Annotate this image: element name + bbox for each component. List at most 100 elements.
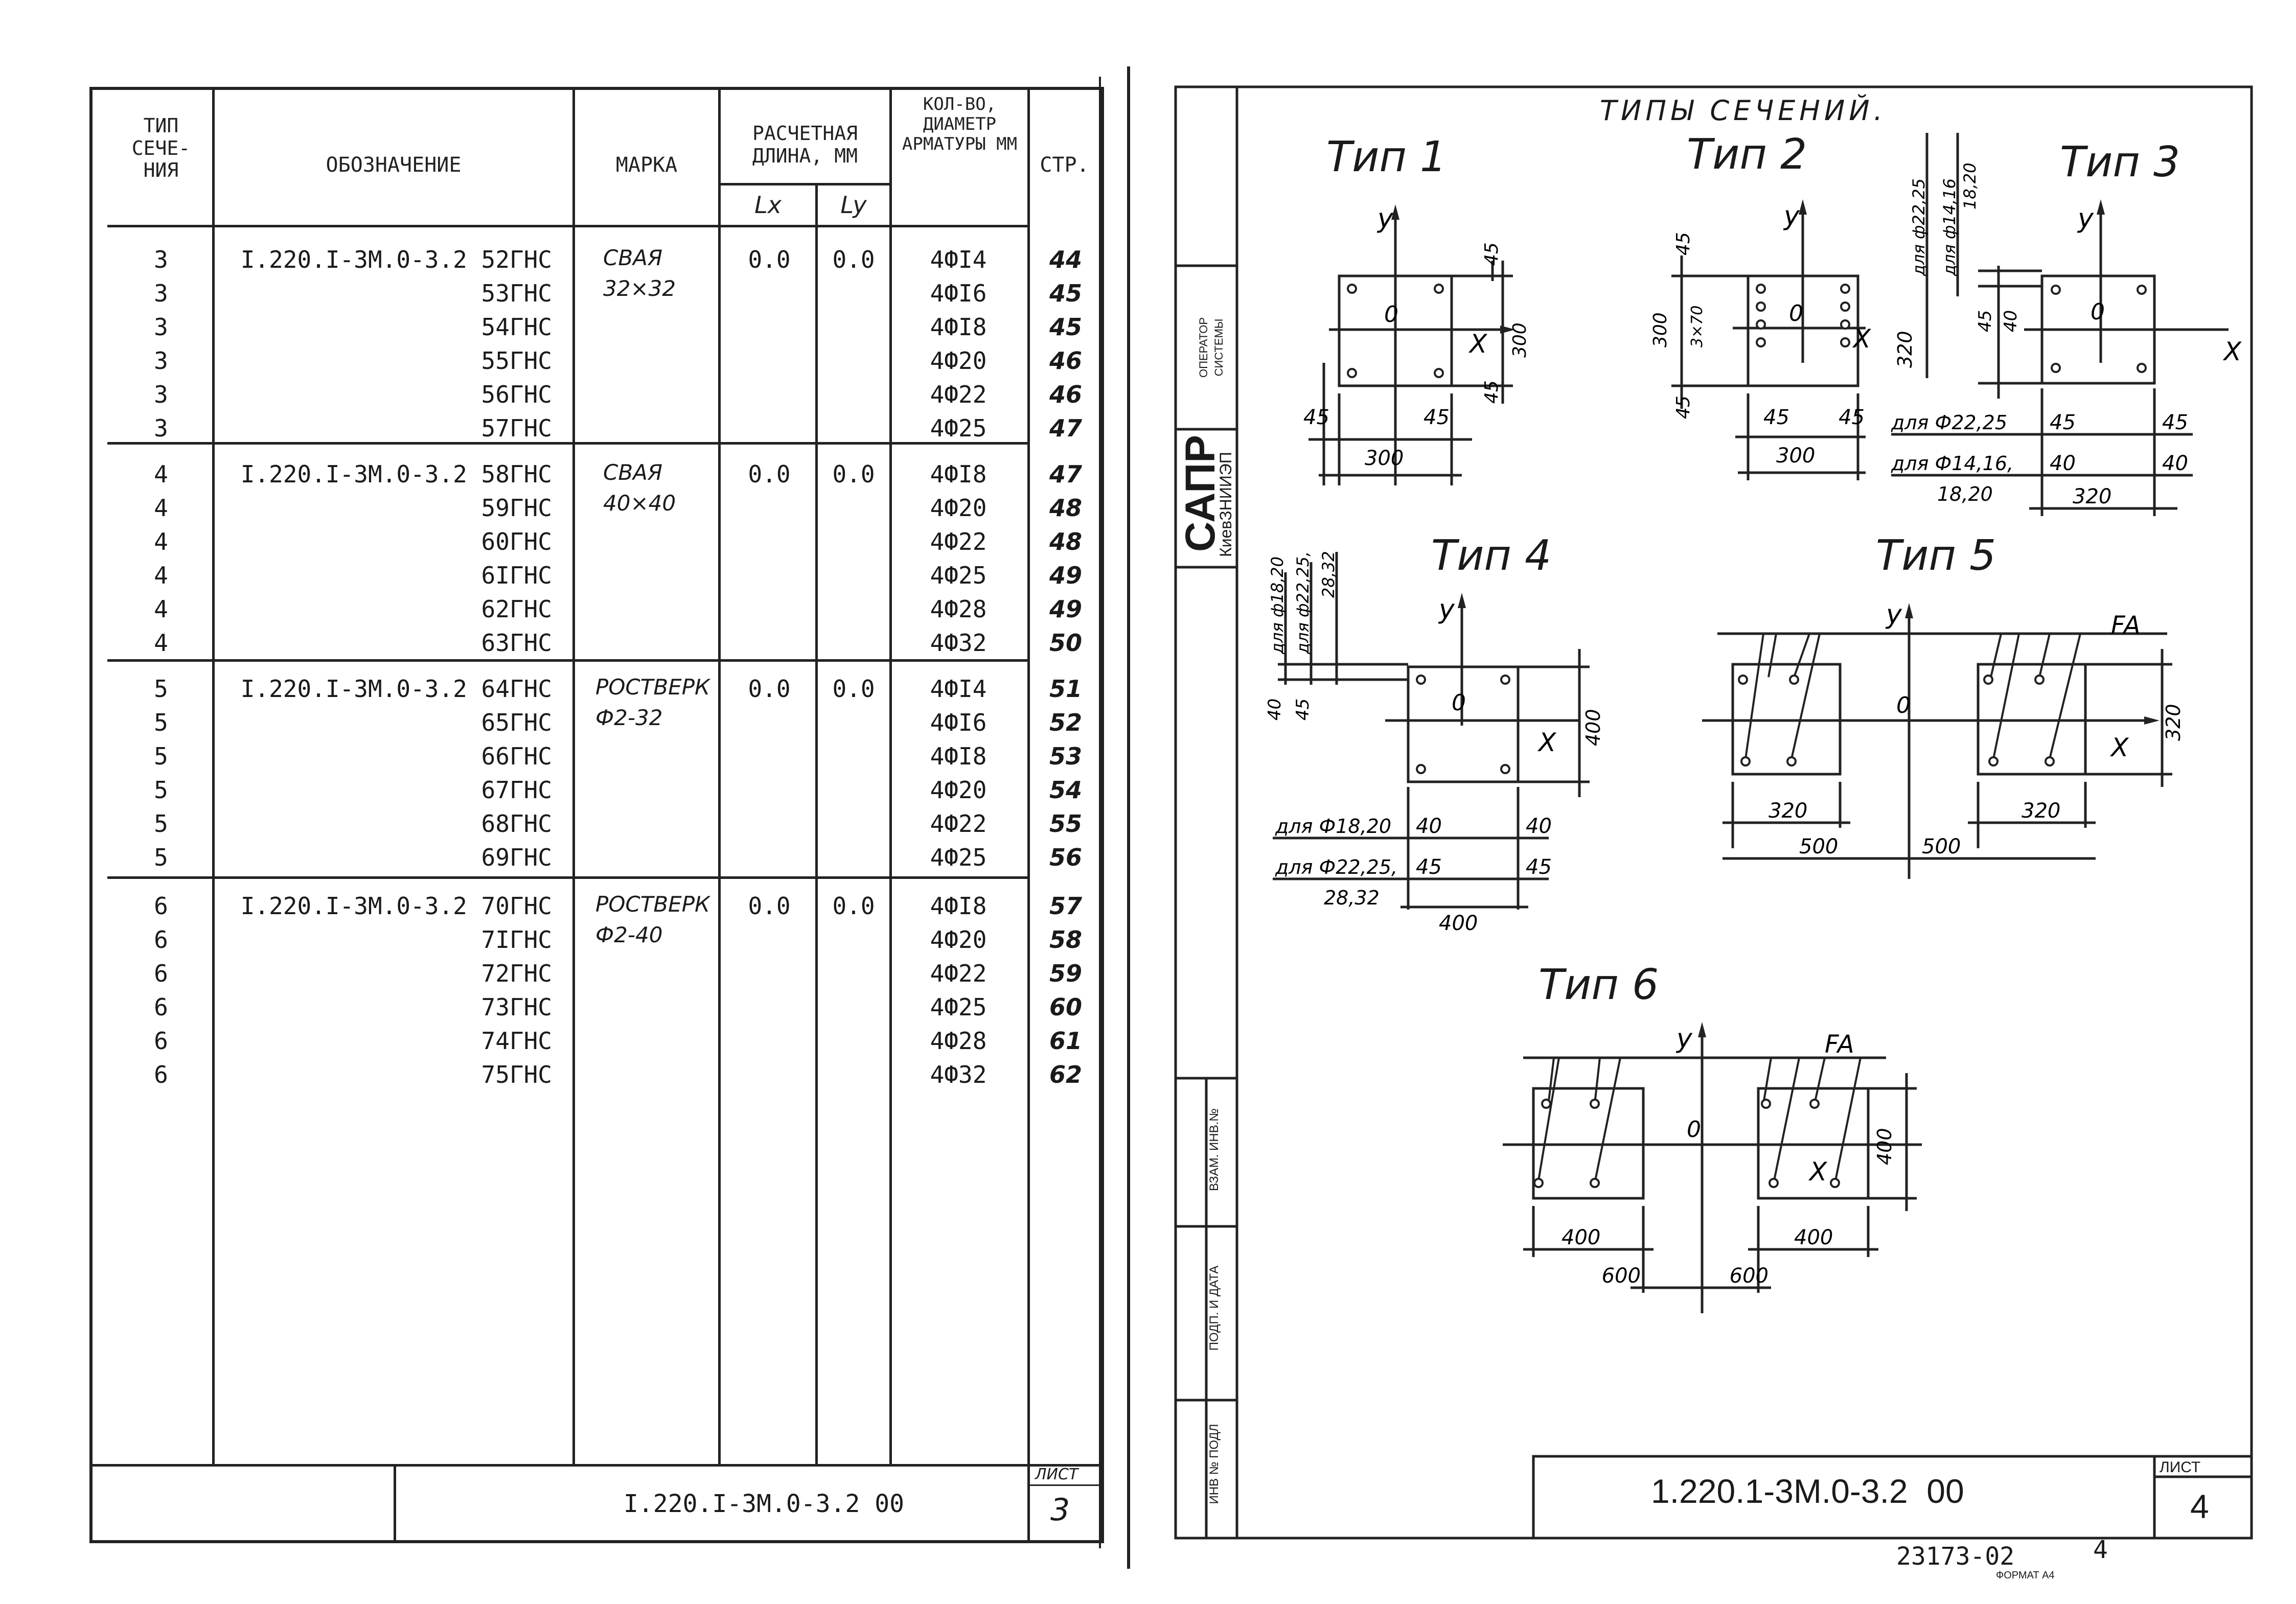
- svg-text:300: 300: [1365, 447, 1404, 470]
- axis-x: X: [1468, 329, 1488, 359]
- header-designation: ОБОЗНАЧЕНИЕ: [326, 153, 462, 177]
- svg-text:y: y: [1438, 594, 1455, 625]
- cell-rebar: 4ФI6: [930, 280, 987, 307]
- col-divider: [718, 87, 721, 1467]
- cell-page: 54: [1049, 776, 1082, 804]
- svg-text:45: 45: [1763, 406, 1789, 429]
- stamp-sheet-number: 3: [1050, 1492, 1070, 1528]
- axis-y: y: [1376, 203, 1394, 234]
- svg-text:18,20: 18,20: [1960, 162, 1980, 210]
- cell-page: 56: [1049, 844, 1082, 871]
- cell-type: 5: [154, 709, 168, 736]
- cell-mark: РОСТВЕРК Ф2-32: [595, 675, 710, 730]
- cell-designation: 65ГНС: [481, 709, 552, 736]
- right-sheet-drawing: ТИПЫ СЕЧЕНИЙ. САПР КиевЗНИИЭП ОПЕРАТОР С…: [1145, 0, 2296, 1602]
- footer-format: ФОРМАТ А4: [1996, 1570, 2055, 1581]
- cell-mark: СВАЯ 40×40: [603, 460, 676, 516]
- org-label: КиевЗНИИЭП: [1216, 452, 1235, 557]
- svg-text:0: 0: [1789, 300, 1803, 327]
- cell-lx: 0.0: [748, 460, 791, 488]
- cell-designation: I.220.I-3M.0-3.2 52ГНС: [240, 246, 552, 273]
- svg-text:320: 320: [1769, 799, 1807, 823]
- cell-designation: 73ГНС: [481, 993, 552, 1021]
- cell-rebar: 4ФI4: [930, 246, 987, 273]
- svg-text:45: 45: [1481, 242, 1502, 266]
- type-5-label: Тип 5: [1876, 531, 1996, 580]
- type-1-section: y 0 X 45 45 300 45 300 45: [1303, 203, 1530, 485]
- svg-text:3×70: 3×70: [1688, 306, 1706, 347]
- cell-lx: 0.0: [748, 246, 791, 273]
- stamp-sign-date: ПОДП. И ДАТА: [1207, 1265, 1221, 1351]
- svg-text:45: 45: [1416, 855, 1442, 879]
- type-3-label: Тип 3: [2060, 138, 2180, 187]
- table-frame: [89, 87, 1104, 1543]
- svg-text:X: X: [1808, 1157, 1828, 1187]
- svg-text:X: X: [1852, 324, 1872, 354]
- cell-type: 6: [154, 1061, 168, 1088]
- cell-designation: 57ГНС: [481, 414, 552, 442]
- svg-text:320: 320: [2022, 799, 2060, 823]
- svg-text:y: y: [1783, 201, 1800, 231]
- svg-text:для ф14,16: для ф14,16: [1940, 178, 1959, 276]
- cell-designation: 59ГНС: [481, 494, 552, 522]
- cell-rebar: 4ФI4: [930, 675, 987, 703]
- cell-designation: 69ГНС: [481, 844, 552, 871]
- svg-text:FA: FA: [2111, 611, 2141, 640]
- sheet-edge-line: [1099, 77, 1101, 1548]
- cell-rebar: 4Ф25: [930, 844, 987, 871]
- svg-text:320: 320: [1894, 331, 1916, 368]
- svg-text:для Ф18,20: для Ф18,20: [1275, 815, 1391, 838]
- cell-rebar: 4ФI8: [930, 460, 987, 488]
- cell-designation: 75ГНС: [481, 1061, 552, 1088]
- cell-rebar: 4Ф22: [930, 810, 987, 838]
- svg-text:40: 40: [2050, 452, 2076, 475]
- drawing-canvas: [1174, 85, 2253, 1540]
- cell-type: 4: [154, 460, 168, 488]
- cell-type: 3: [154, 246, 168, 273]
- cell-type: 5: [154, 776, 168, 804]
- svg-text:0: 0: [1896, 692, 1911, 718]
- group-separator: [107, 442, 1027, 445]
- cell-page: 62: [1049, 1061, 1082, 1088]
- svg-text:для Ф22,25,: для Ф22,25,: [1275, 856, 1397, 878]
- cell-type: 4: [154, 494, 168, 522]
- svg-text:600: 600: [1730, 1264, 1769, 1288]
- cell-rebar: 4Ф25: [930, 993, 987, 1021]
- cell-page: 49: [1049, 595, 1082, 623]
- svg-text:0: 0: [1452, 690, 1466, 716]
- svg-text:28,32: 28,32: [1319, 551, 1338, 598]
- cell-ly: 0.0: [832, 675, 875, 703]
- svg-text:18,20: 18,20: [1937, 483, 1993, 505]
- stamp-code: 1.220.1-3М.0-3.2 00: [1651, 1472, 1964, 1510]
- group-separator: [107, 659, 1027, 662]
- svg-text:y: y: [1885, 599, 1902, 630]
- cell-ly: 0.0: [832, 460, 875, 488]
- stamp-sheet-label: ЛИСТ: [1035, 1466, 1078, 1483]
- cell-rebar: 4Ф22: [930, 381, 987, 408]
- svg-text:для ф18,20: для ф18,20: [1268, 556, 1287, 655]
- cell-page: 51: [1049, 675, 1082, 703]
- cell-type: 5: [154, 810, 168, 838]
- cell-type: 3: [154, 414, 168, 442]
- cell-ly: 0.0: [832, 892, 875, 920]
- cell-designation: 7IГНС: [481, 926, 552, 954]
- svg-text:320: 320: [2162, 704, 2185, 741]
- svg-text:X: X: [2109, 733, 2129, 762]
- svg-text:40: 40: [2162, 452, 2188, 475]
- cell-designation: 72ГНС: [481, 960, 552, 987]
- svg-text:400: 400: [1794, 1226, 1833, 1249]
- axis-origin: 0: [1384, 301, 1398, 328]
- cell-mark: СВАЯ 32×32: [603, 245, 676, 301]
- cell-page: 48: [1049, 494, 1082, 522]
- footer-sheet: 4: [2093, 1536, 2108, 1564]
- type-2-label: Тип 2: [1687, 130, 1807, 179]
- cell-rebar: 4Ф25: [930, 414, 987, 442]
- cell-rebar: 4ФI6: [930, 709, 987, 736]
- cell-designation: 6IГНС: [481, 562, 552, 589]
- cell-page: 45: [1049, 280, 1082, 307]
- cell-page: 47: [1049, 414, 1082, 442]
- svg-text:для Ф14,16,: для Ф14,16,: [1891, 452, 2013, 475]
- cell-designation: 53ГНС: [481, 280, 552, 307]
- svg-text:0: 0: [2091, 299, 2105, 325]
- cell-type: 4: [154, 595, 168, 623]
